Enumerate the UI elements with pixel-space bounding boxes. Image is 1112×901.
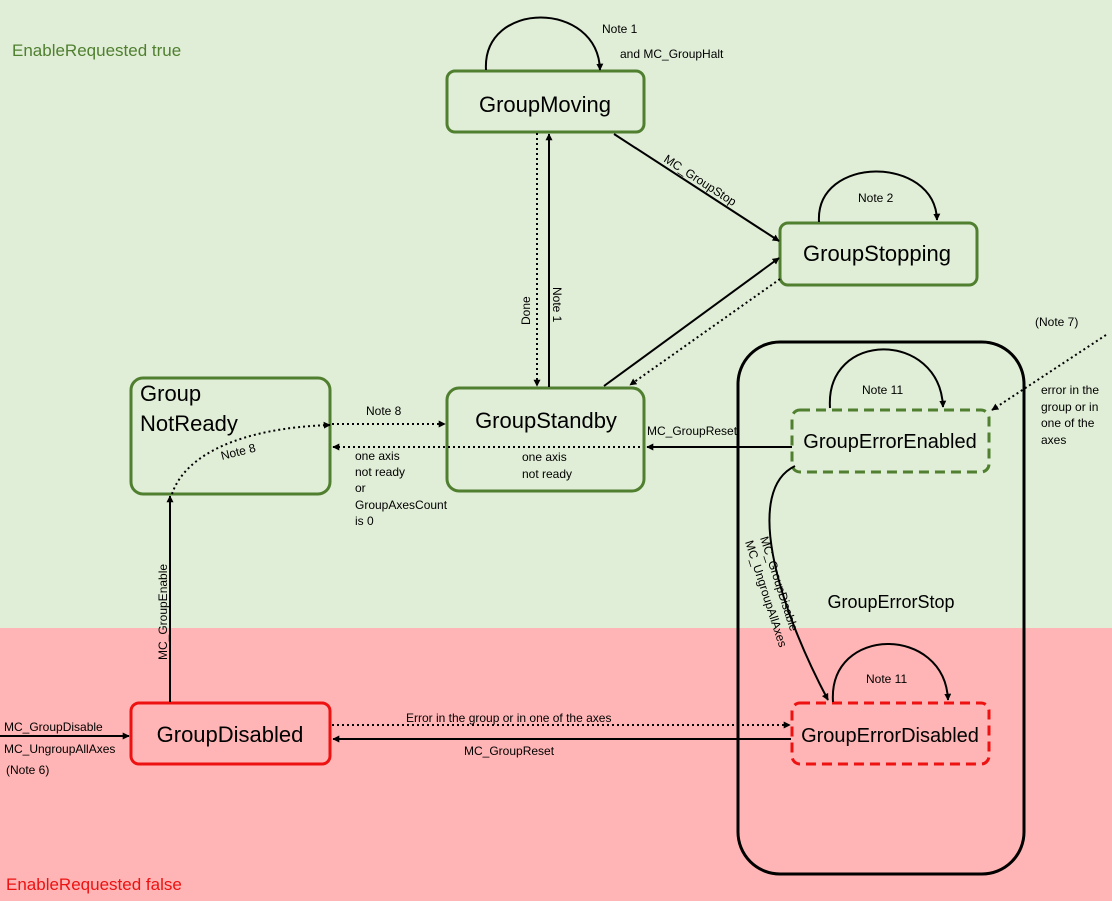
label-disable-left: MC_GroupDisable [4, 720, 103, 734]
label-ungroup-left: MC_UngroupAllAxes [4, 742, 115, 756]
label-note11-upper: Note 11 [862, 383, 903, 397]
state-group-stopping: GroupStopping [778, 221, 979, 287]
arrow-stopping-self-loop [817, 170, 941, 223]
arrow-errorenabled-self-loop [828, 348, 947, 409]
label-note6: (Note 6) [6, 763, 49, 777]
arrow-moving-self-loop [484, 16, 604, 71]
svg-text:GroupErrorDisabled: GroupErrorDisabled [801, 725, 979, 747]
svg-text:GroupErrorEnabled: GroupErrorEnabled [803, 431, 976, 453]
label-reset-upper: MC_GroupReset [647, 424, 738, 438]
svg-text:GroupStopping: GroupStopping [803, 241, 951, 266]
svg-text:GroupDisabled: GroupDisabled [157, 722, 304, 747]
label-err-axes-2: group or in [1041, 400, 1098, 414]
label-and-grouphalt: and MC_GroupHalt [620, 47, 724, 61]
label-note1-vertical: Note 1 [550, 287, 564, 323]
label-note1-top: Note 1 [602, 22, 638, 36]
label-oneaxis-a3: or [355, 481, 366, 495]
label-oneaxis-a1: one axis [355, 449, 400, 463]
label-oneaxis-a2: not ready [355, 465, 405, 479]
arrow-errordisabled-self-loop [831, 643, 952, 703]
svg-text:Group: Group [140, 381, 201, 406]
label-note2: Note 2 [858, 191, 894, 205]
label-oneaxis-a4: GroupAxesCount [355, 498, 448, 512]
label-oneaxis-a5: is 0 [355, 514, 374, 528]
region-enabled [0, 0, 1112, 628]
label-err-axes-3: one of the [1041, 416, 1095, 430]
arrow-errorenabled-to-errordisabled [768, 465, 829, 701]
label-note7: (Note 7) [1035, 315, 1078, 329]
label-err-axes-4: axes [1041, 433, 1066, 447]
region-label-enabled: EnableRequested true [12, 41, 181, 60]
label-done: Done [519, 296, 533, 325]
label-note8-right: Note 8 [366, 404, 402, 418]
label-error-bottom: Error in the group or in one of the axes [406, 711, 611, 725]
state-group-disabled: GroupDisabled [129, 701, 332, 766]
arrow-moving-to-stopping [613, 133, 780, 242]
region-label-disabled: EnableRequested false [6, 875, 182, 894]
group-error-stop-label: GroupErrorStop [827, 592, 954, 612]
label-reset-bottom: MC_GroupReset [464, 744, 555, 758]
state-group-moving: GroupMoving [445, 69, 646, 134]
label-note11-lower: Note 11 [866, 672, 907, 686]
group-error-stop-container [736, 340, 1026, 876]
arrow-standby-to-stopping [603, 257, 780, 387]
label-enable-vertical: MC_GroupEnable [156, 564, 170, 660]
label-oneaxis-b2: not ready [522, 467, 572, 481]
state-group-notready: Group NotReady [129, 376, 332, 496]
label-err-axes-1: error in the [1041, 383, 1099, 397]
state-group-standby: GroupStandby [445, 386, 646, 493]
state-group-error-disabled: GroupErrorDisabled [790, 701, 991, 766]
label-oneaxis-b1: one axis [522, 450, 567, 464]
svg-text:GroupStandby: GroupStandby [475, 408, 617, 433]
arrow-stopping-to-standby [629, 278, 781, 386]
svg-text:GroupMoving: GroupMoving [479, 92, 611, 117]
state-group-error-enabled: GroupErrorEnabled [790, 408, 991, 474]
arrow-notready-self-curve [171, 421, 331, 495]
svg-text:NotReady: NotReady [140, 411, 238, 436]
